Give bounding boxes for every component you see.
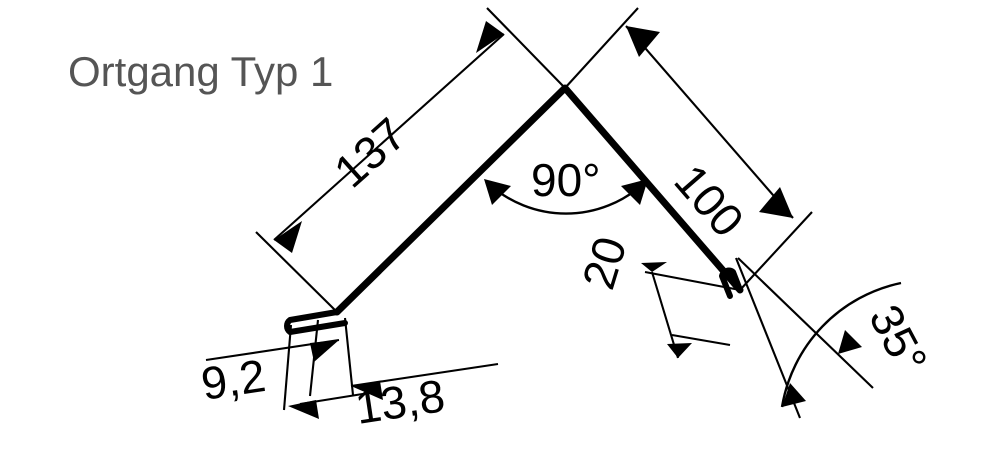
dim-line-20	[650, 271, 680, 359]
ext-line-100-lower	[739, 211, 813, 291]
ext-line-137-lower	[255, 231, 338, 313]
ext-line-137-upper	[486, 7, 566, 89]
dim-line-137	[273, 33, 505, 241]
ext-line-100-upper	[564, 7, 639, 89]
arrow-20-upper	[641, 262, 667, 272]
dim-line-100	[625, 25, 794, 219]
dim-label-9-2: 9,2	[198, 349, 269, 410]
arrow-100-lower	[759, 187, 793, 218]
arrow-92-outer	[288, 400, 319, 419]
angle-label-90: 90°	[531, 154, 601, 206]
dim-label-13-8: 13,8	[352, 369, 448, 434]
dim-label-20: 20	[572, 231, 637, 295]
arrow-100-upper	[626, 26, 660, 57]
ext-line-20-lower	[671, 333, 731, 347]
arrow-92-inner	[310, 340, 339, 362]
dim-label-100: 100	[664, 154, 754, 246]
angle-label-35: 35°	[859, 296, 938, 382]
arrow-35-upper	[838, 330, 862, 354]
arrow-90-right	[621, 179, 648, 205]
arrow-137-lower	[274, 221, 302, 253]
arrow-20-lower	[667, 343, 692, 358]
ext-line-35-a	[737, 257, 874, 389]
arrow-90-left	[484, 179, 511, 205]
angle-arc-90	[488, 183, 644, 215]
ext-line-138-right	[343, 317, 355, 396]
profile-right-hem-fold	[719, 267, 743, 299]
drawing-title: Ortgang Typ 1	[68, 48, 333, 95]
arrow-35-lower	[782, 383, 806, 407]
arrow-137-upper	[476, 21, 504, 53]
angle-arc-35	[780, 281, 902, 408]
ext-line-20-upper	[644, 270, 741, 292]
ext-line-92-left	[282, 324, 293, 411]
arrow-138	[351, 381, 383, 400]
